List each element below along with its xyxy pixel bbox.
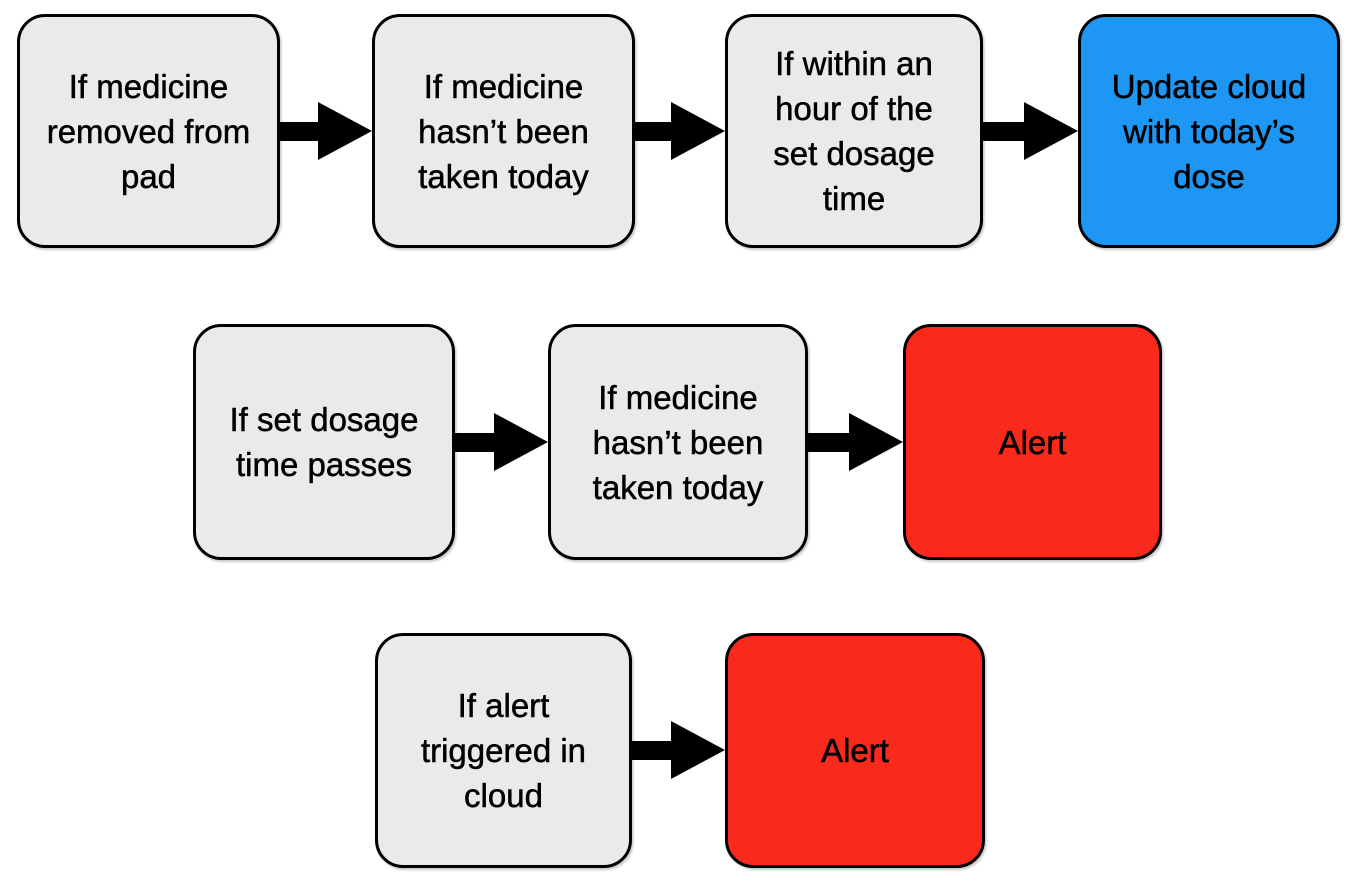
flow-node-label: If set dosage time passes xyxy=(229,401,419,484)
arrow-shaft xyxy=(808,432,849,452)
flow-node-label: Alert xyxy=(821,732,889,770)
arrow-head xyxy=(1024,102,1078,160)
flow-node-dosage-time-passes: If set dosage time passes xyxy=(193,324,455,560)
arrow-head xyxy=(671,721,725,779)
arrow-shaft xyxy=(983,121,1024,141)
arrow-right-icon xyxy=(635,102,725,160)
arrow-right-icon xyxy=(280,102,372,160)
flow-node-label: If medicine hasn’t been taken today xyxy=(592,378,764,506)
arrow-head xyxy=(494,413,548,471)
flow-node-label: Update cloud with today’s dose xyxy=(1111,67,1307,195)
arrow-head xyxy=(671,102,725,160)
flow-node-not-taken-today-2: If medicine hasn’t been taken today xyxy=(548,324,808,560)
arrow-right-icon xyxy=(455,413,548,471)
flow-node-alert-1: Alert xyxy=(903,324,1162,560)
flow-node-update-cloud: Update cloud with today’s dose xyxy=(1078,14,1340,248)
flow-node-medicine-removed: If medicine removed from pad xyxy=(17,14,280,248)
flow-node-label: If medicine removed from pad xyxy=(46,67,251,195)
arrow-head xyxy=(849,413,903,471)
flow-node-label: If medicine hasn’t been taken today xyxy=(418,67,589,195)
arrow-shaft xyxy=(635,121,671,141)
arrow-right-icon xyxy=(983,102,1078,160)
arrow-shaft xyxy=(280,121,318,141)
arrow-head xyxy=(318,102,372,160)
flow-node-label: If within an hour of the set dosage time xyxy=(773,45,935,218)
arrow-right-icon xyxy=(632,721,725,779)
flow-node-within-hour: If within an hour of the set dosage time xyxy=(725,14,983,248)
flow-node-label: If alert triggered in cloud xyxy=(420,687,587,815)
flow-node-alert-2: Alert xyxy=(725,633,985,868)
flow-node-label: Alert xyxy=(998,423,1067,461)
arrow-shaft xyxy=(455,432,494,452)
arrow-right-icon xyxy=(808,413,903,471)
arrow-shaft xyxy=(632,740,671,760)
flow-node-not-taken-today-1: If medicine hasn’t been taken today xyxy=(372,14,635,248)
flow-node-alert-triggered-cloud: If alert triggered in cloud xyxy=(375,633,632,868)
